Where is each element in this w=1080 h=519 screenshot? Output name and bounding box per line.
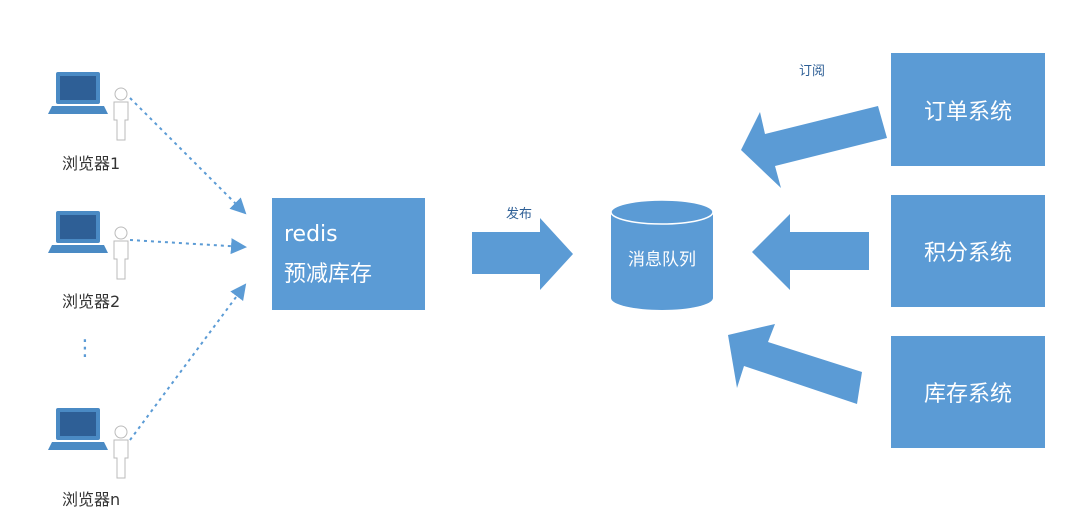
message-queue-cylinder bbox=[610, 199, 714, 310]
inventory-system-box: 库存系统 bbox=[891, 336, 1045, 448]
publish-label: 发布 bbox=[506, 207, 533, 222]
browser-1-label: 浏览器1 bbox=[62, 154, 121, 173]
points-system-label: 积分系统 bbox=[923, 241, 1012, 266]
subscribe-arrow-inventory bbox=[728, 324, 862, 404]
user-1-icon bbox=[113, 87, 129, 141]
message-queue-label: 消息队列 bbox=[628, 250, 696, 270]
publish-arrow bbox=[472, 218, 573, 290]
request-arrow-1 bbox=[129, 97, 247, 215]
browser-n-icon bbox=[48, 408, 108, 450]
browser-n-label: 浏览器n bbox=[62, 490, 121, 509]
request-arrow-2 bbox=[129, 238, 247, 255]
browser-2-label: 浏览器2 bbox=[62, 292, 121, 311]
points-system-box: 积分系统 bbox=[891, 195, 1045, 307]
redis-title: redis bbox=[284, 222, 338, 247]
subscribe-arrow-points bbox=[752, 214, 869, 290]
user-n-icon bbox=[113, 425, 129, 479]
redis-subtitle: 预减库存 bbox=[284, 262, 373, 287]
subscribe-arrow-order bbox=[741, 106, 887, 188]
inventory-system-label: 库存系统 bbox=[923, 382, 1012, 407]
browser-1-icon bbox=[48, 72, 108, 114]
user-2-icon bbox=[113, 226, 129, 280]
browser-2-icon bbox=[48, 211, 108, 253]
redis-box: redis 预减库存 bbox=[272, 198, 425, 310]
order-system-label: 订单系统 bbox=[923, 99, 1012, 125]
ellipsis: ⋮ bbox=[74, 336, 96, 361]
order-system-box: 订单系统 bbox=[891, 53, 1045, 166]
subscribe-label: 订阅 bbox=[799, 64, 826, 79]
request-arrow-n bbox=[129, 283, 247, 441]
